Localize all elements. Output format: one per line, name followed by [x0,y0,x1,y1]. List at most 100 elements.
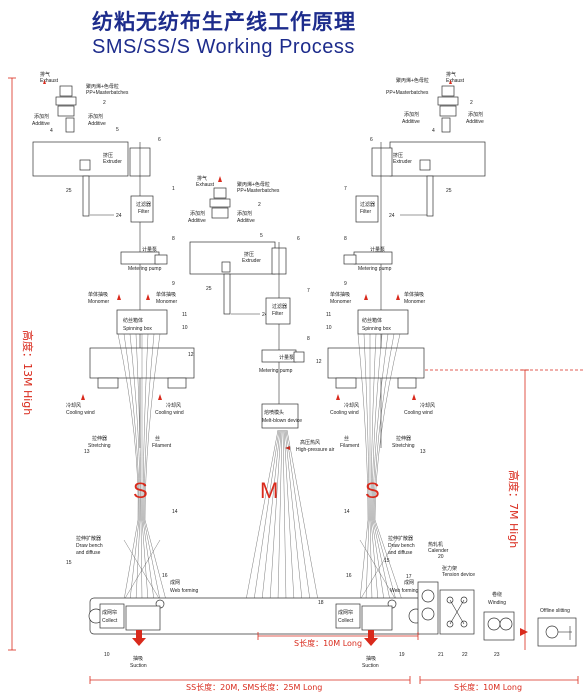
left-cool2-en: Cooling wind [155,410,184,416]
svg-text:8: 8 [172,236,175,242]
tension-en: Tension device [442,572,475,578]
left-filter-cn: 过滤器 [136,201,151,208]
right-metering-cn: 计量泵 [370,246,385,253]
left-add2-en: Additive [88,121,106,127]
right-add1-en: Additive [402,119,420,125]
left-monomer2-en: Monomer [156,299,177,305]
svg-text:16: 16 [162,573,168,579]
svg-text:7: 7 [344,186,347,192]
m-letter: M [260,478,278,503]
right-add2-cn: 添加剂 [468,111,483,118]
left-pp-en: PP+Masterbatches [86,90,129,96]
svg-text:14: 14 [344,509,350,515]
right-filter-cn: 过滤器 [360,201,375,208]
post-processing: 热轧机 Calender 20 21 张力架 Tension device 22… [417,541,577,658]
left-cool1-en: Cooling wind [66,410,95,416]
left-exhaust-cn: 排气 [40,71,50,78]
right-web-en: Web forming [390,588,418,594]
right-collect-cn: 成网帘 [338,609,353,616]
right-monomer2-cn: 单体抽吸 [404,291,424,298]
left-spinning-en: Spinning box [123,326,152,332]
mid-add1-cn: 添加剂 [190,210,205,217]
left-pp-cn: 聚丙烯+色母粒 [86,83,119,90]
mid-pp-cn: 聚丙烯+色母粒 [237,181,270,188]
svg-text:15: 15 [66,560,72,566]
svg-text:6: 6 [297,236,300,242]
right-exhaust-cn: 排气 [446,71,456,78]
svg-text:10: 10 [182,325,188,331]
mid-extruder-en: Extruder [242,258,261,264]
right-s-letter: S [365,478,380,503]
winding-en: Winding [488,600,506,606]
right-pp-cn: 聚丙烯+色母粒 [396,77,429,84]
left-filament-en: Filament [152,443,172,449]
left-extruder-en: Extruder [103,159,122,165]
mid-filter-cn: 过滤器 [272,303,287,310]
right-s-unit: 排气 Exhaust 聚丙烯+色母粒 PP+Masterbatches 添加剂 … [316,71,486,601]
mid-meltblown-cn: 熔喷模头 [264,409,284,416]
right-add1-cn: 添加剂 [404,111,419,118]
left-add1-cn: 添加剂 [34,113,49,120]
right-add2-en: Additive [466,119,484,125]
mid-exhaust-cn: 排气 [197,175,207,182]
mid-extruder-cn: 挤压 [244,251,254,258]
right-draw-en1: Draw bench [388,543,415,549]
svg-text:24: 24 [116,213,122,219]
mid-add1-en: Additive [188,218,206,224]
svg-text:10: 10 [104,652,110,658]
left-add1-en: Additive [32,121,50,127]
bottom-right-length-label: S长度：10M Long [454,682,522,692]
left-extruder-cn: 挤压 [103,152,113,159]
svg-text:5: 5 [116,127,119,133]
mid-pp-en: PP+Masterbatches [237,188,280,194]
left-web-cn: 成网 [170,579,180,586]
mid-add2-en: Additive [237,218,255,224]
left-web-en: Web forming [170,588,198,594]
left-collect-cn: 成网帘 [102,609,117,616]
left-monomer1-cn: 单体抽吸 [88,291,108,298]
svg-text:8: 8 [344,236,347,242]
svg-text:24: 24 [262,312,268,318]
right-filament-cn: 丝 [344,435,349,442]
diagram-title-en: SMS/SS/S Working Process [92,36,355,58]
svg-text:25: 25 [66,188,72,194]
svg-text:13: 13 [420,449,426,455]
svg-text:24: 24 [389,213,395,219]
svg-text:14: 14 [172,509,178,515]
left-exhaust-en: Exhaust [40,78,59,84]
svg-text:7: 7 [307,288,310,294]
right-filament-en: Filament [340,443,360,449]
svg-text:4: 4 [50,128,53,134]
left-suction-en: Suction [130,663,147,669]
left-filament-cn: 丝 [155,435,160,442]
right-draw-cn: 拉伸扩散器 [388,535,413,542]
right-stretch-cn: 拉伸器 [396,435,411,442]
mid-metering-cn: 计量泵 [279,354,294,361]
left-metering-cn: 计量泵 [142,246,157,253]
svg-text:25: 25 [446,188,452,194]
mid-filter-en: Filter [272,311,283,317]
left-suction-cn: 抽吸 [133,655,143,662]
length-markers: S长度：10M Long SS长度：20M, SMS长度：25M Long S长… [89,632,579,692]
left-collect-en: Collect [102,618,118,624]
left-draw-en2: and diffuse [76,550,101,556]
right-extruder-en: Extruder [393,159,412,165]
svg-text:19: 19 [399,652,405,658]
mid-hpa-en: High-pressure air [296,447,335,453]
left-cool2-cn: 冷却风 [166,402,181,409]
svg-text:12: 12 [188,352,194,358]
svg-text:16: 16 [346,573,352,579]
mid-metering-en: Metering pump [259,368,293,374]
offline-slitting-label: Offline slitting [540,608,570,614]
svg-text:6: 6 [370,137,373,143]
right-exhaust-en: Exhaust [446,78,465,84]
svg-text:12: 12 [316,359,322,365]
right-cool1-en: Cooling wind [330,410,359,416]
right-spinning-cn: 纺丝箱体 [362,317,382,324]
right-metering-en: Metering pump [358,266,392,272]
right-cool2-cn: 冷却风 [420,402,435,409]
svg-text:21: 21 [438,652,444,658]
svg-text:9: 9 [344,281,347,287]
tension-cn: 张力架 [442,565,457,572]
